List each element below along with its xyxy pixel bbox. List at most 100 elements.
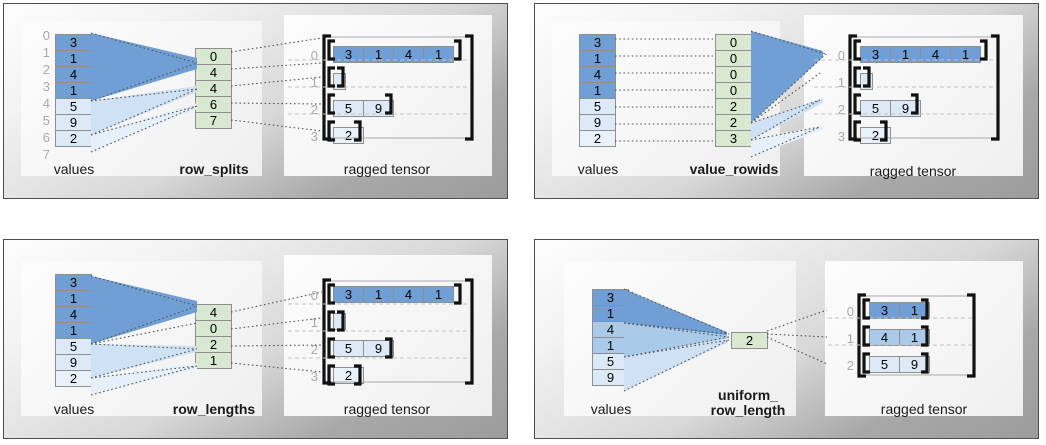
value-cell: 3 (592, 289, 629, 306)
value-cell: 1 (579, 50, 616, 67)
value-cell: 1 (55, 50, 92, 67)
panel3-tensor-caption: ragged tensor (343, 401, 431, 417)
tensor-row-2: 5 9 (333, 340, 394, 357)
encoding-cell: 0 (715, 66, 752, 83)
tensor-row-index-3: 3 (310, 129, 318, 144)
tensor-cell: 4 (869, 329, 900, 346)
panel1-row-splits-column: 0 4 4 6 7 (195, 48, 232, 129)
value-cell: 2 (579, 130, 616, 147)
encoding-cell: 3 (715, 130, 752, 147)
tensor-cell: 9 (899, 356, 930, 373)
panel4-values-column: 3 1 4 1 5 9 (592, 289, 629, 386)
panel-row-lengths: 3 1 4 1 5 9 2 4 0 2 1 3 1 4 1 5 9 2 (3, 239, 508, 439)
encoding-cell: 2 (715, 114, 752, 131)
tensor-cell: 5 (333, 100, 364, 117)
value-cell: 9 (592, 369, 629, 386)
tensor-row-3: 2 (860, 127, 891, 144)
encoding-cell: 0 (715, 50, 752, 67)
encoding-cell: 7 (195, 112, 232, 129)
panel4-tensor-caption: ragged tensor (880, 401, 968, 417)
value-cell: 4 (592, 321, 629, 338)
encoding-cell: 1 (195, 352, 232, 369)
tensor-row-index-3: 3 (310, 369, 318, 384)
tensor-cell: 1 (423, 286, 454, 303)
tensor-row-index-2: 2 (837, 102, 845, 117)
tensor-row-2: 5 9 (869, 356, 930, 373)
value-cell: 1 (55, 322, 92, 339)
encoding-cell: 0 (195, 48, 232, 65)
panel4-encoding-caption: uniform_ row_length (710, 387, 786, 418)
value-cell: 1 (579, 82, 616, 99)
encoding-cell: 2 (731, 332, 768, 349)
panel1-right-box (284, 15, 492, 176)
panel3-row-lengths-column: 4 0 2 1 (195, 304, 232, 369)
value-cell: 1 (592, 305, 629, 322)
panel-uniform-row-length: 3 1 4 1 5 9 2 3 1 4 1 5 9 0 1 2 values u… (534, 239, 1039, 439)
values-index-0: 0 (42, 28, 50, 43)
value-cell: 5 (55, 98, 92, 115)
encoding-cell: 0 (715, 82, 752, 99)
tensor-row-index-0: 0 (837, 48, 845, 63)
panel-value-rowids: 3 1 4 1 5 9 2 0 0 0 0 2 2 3 3 1 4 1 5 (534, 3, 1039, 199)
tensor-cell-empty (333, 73, 346, 90)
tensor-row-index-2: 2 (846, 358, 854, 373)
panel4-values-caption: values (590, 401, 632, 417)
tensor-cell: 9 (363, 340, 394, 357)
value-cell: 1 (55, 290, 92, 307)
tensor-cell-empty (333, 313, 346, 330)
tensor-cell: 1 (363, 46, 394, 63)
values-index-2: 2 (42, 62, 50, 77)
tensor-row-index-1: 1 (846, 331, 854, 346)
tensor-cell: 1 (950, 46, 981, 63)
tensor-row-index-2: 2 (310, 102, 318, 117)
value-cell: 9 (55, 354, 92, 371)
tensor-cell: 3 (333, 286, 364, 303)
tensor-cell: 3 (869, 302, 900, 319)
tensor-row-3: 2 (333, 367, 364, 384)
tensor-cell: 2 (333, 367, 364, 384)
tensor-row-1 (333, 313, 346, 330)
tensor-cell-empty (860, 73, 873, 90)
tensor-cell: 1 (363, 286, 394, 303)
panel3-values-caption: values (53, 401, 95, 417)
panel-row-splits: 3 1 4 1 5 9 2 0 1 2 3 4 5 6 7 0 4 4 6 7 … (3, 3, 508, 199)
panel1-encoding-caption: row_splits (179, 161, 249, 177)
tensor-row-index-1: 1 (310, 315, 318, 330)
values-index-3: 3 (42, 79, 50, 94)
tensor-row-index-3: 3 (837, 129, 845, 144)
tensor-row-index-0: 0 (310, 288, 318, 303)
panel1-values-column: 3 1 4 1 5 9 2 (55, 34, 92, 147)
tensor-cell: 9 (890, 100, 921, 117)
values-index-6: 6 (42, 130, 50, 145)
panel2-right-box (804, 15, 1023, 176)
value-cell: 2 (55, 370, 92, 387)
tensor-row-3: 2 (333, 127, 364, 144)
value-cell: 3 (55, 34, 92, 51)
tensor-cell: 5 (333, 340, 364, 357)
panel2-values-caption: values (577, 161, 619, 177)
value-cell: 5 (55, 338, 92, 355)
tensor-row-1 (333, 73, 346, 90)
value-cell: 3 (55, 274, 92, 291)
value-cell: 1 (55, 82, 92, 99)
values-index-4: 4 (42, 96, 50, 111)
value-cell: 9 (55, 114, 92, 131)
value-cell: 5 (592, 353, 629, 370)
tensor-row-0: 3 1 4 1 (860, 46, 981, 63)
tensor-cell: 1 (890, 46, 921, 63)
tensor-row-index-1: 1 (310, 75, 318, 90)
encoding-cell: 0 (715, 34, 752, 51)
tensor-cell: 9 (363, 100, 394, 117)
tensor-cell: 4 (920, 46, 951, 63)
tensor-cell: 5 (860, 100, 891, 117)
value-cell: 3 (579, 34, 616, 51)
tensor-row-0: 3 1 (869, 302, 930, 319)
tensor-row-0: 3 1 4 1 (333, 46, 454, 63)
tensor-cell: 3 (860, 46, 891, 63)
value-cell: 2 (55, 130, 92, 147)
encoding-cell: 4 (195, 80, 232, 97)
tensor-row-2: 5 9 (333, 100, 394, 117)
tensor-row-1: 4 1 (869, 329, 930, 346)
tensor-cell: 3 (333, 46, 364, 63)
tensor-row-1 (860, 73, 873, 90)
